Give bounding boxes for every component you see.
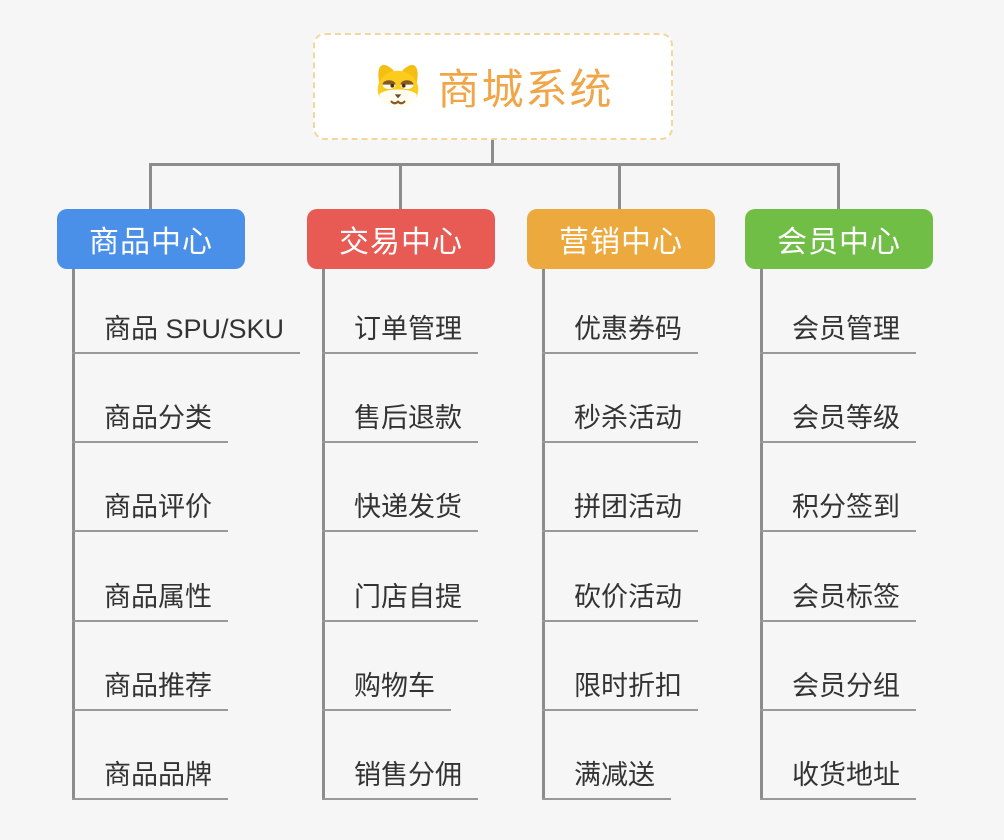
dog-face-icon [378,64,419,108]
leaf-topic[interactable]: 收货地址 [760,711,916,800]
branch-node-marketing-center[interactable]: 营销中心 [527,209,715,269]
leaf-topic[interactable]: 拼团活动 [542,443,698,533]
branch-label: 商品中心 [89,226,213,259]
connector-trunk-trade [322,266,325,800]
branch-node-product-center[interactable]: 商品中心 [57,209,245,269]
leaf-topic[interactable]: 商品评价 [72,443,228,533]
connector-trunk-marketing [542,266,545,800]
connector-bus [149,163,840,166]
leaf-topic[interactable]: 优惠券码 [542,265,698,354]
leaf-topic[interactable]: 销售分佣 [322,711,478,800]
connector-drop-trade [399,163,402,210]
connector-root-stub [491,138,494,165]
leaf-column-member: 会员管理 会员等级 积分签到 会员标签 会员分组 收货地址 [760,265,916,800]
connector-trunk-member [760,266,763,800]
leaf-topic[interactable]: 满减送 [542,711,671,800]
leaf-topic[interactable]: 门店自提 [322,532,478,622]
branch-label: 营销中心 [559,226,683,259]
leaf-column-marketing: 优惠券码 秒杀活动 拼团活动 砍价活动 限时折扣 满减送 [542,265,698,800]
branch-node-trade-center[interactable]: 交易中心 [307,209,495,269]
leaf-column-trade: 订单管理 售后退款 快递发货 门店自提 购物车 销售分佣 [322,265,478,800]
leaf-topic[interactable]: 售后退款 [322,354,478,444]
leaf-topic[interactable]: 积分签到 [760,443,916,533]
leaf-topic[interactable]: 会员分组 [760,622,916,711]
leaf-topic[interactable]: 商品推荐 [72,622,228,711]
connector-drop-member [837,163,840,210]
root-title: 商城系统 [437,66,614,113]
branch-label: 会员中心 [777,226,901,259]
leaf-topic[interactable]: 购物车 [322,622,451,711]
root-node[interactable]: 商城系统 [313,33,673,140]
leaf-topic[interactable]: 商品 SPU/SKU [72,265,301,354]
leaf-topic[interactable]: 会员标签 [760,532,916,622]
connector-drop-product [149,163,152,210]
connector-trunk-product [72,266,75,800]
branch-node-member-center[interactable]: 会员中心 [745,209,933,269]
leaf-topic[interactable]: 秒杀活动 [542,354,698,444]
leaf-topic[interactable]: 砍价活动 [542,532,698,622]
leaf-topic[interactable]: 限时折扣 [542,622,698,711]
branch-label: 交易中心 [339,226,463,259]
leaf-topic[interactable]: 商品属性 [72,532,228,622]
connector-drop-marketing [618,163,621,210]
leaf-topic[interactable]: 快递发货 [322,443,478,533]
leaf-topic[interactable]: 商品品牌 [72,711,228,800]
leaf-topic[interactable]: 会员管理 [760,265,916,354]
leaf-topic[interactable]: 商品分类 [72,354,228,444]
leaf-topic[interactable]: 会员等级 [760,354,916,444]
leaf-topic[interactable]: 订单管理 [322,265,478,354]
leaf-column-product: 商品 SPU/SKU 商品分类 商品评价 商品属性 商品推荐 商品品牌 [72,265,301,800]
